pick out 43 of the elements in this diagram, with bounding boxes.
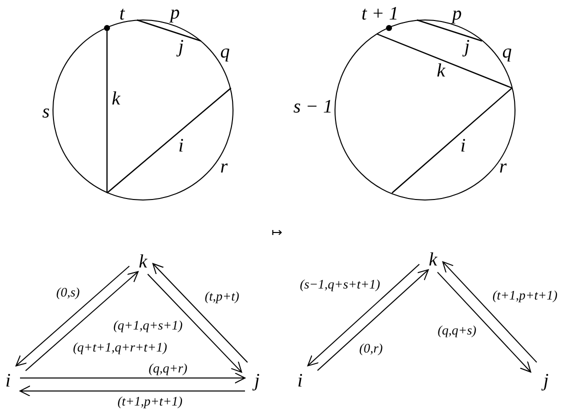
- edge-label: (q+1,q+s+1): [113, 318, 183, 332]
- edge-label: (q,q+r): [148, 362, 188, 374]
- math-label: s − 1: [293, 98, 333, 116]
- math-label: q: [220, 42, 230, 62]
- edge-label: (q,q+s): [438, 324, 476, 336]
- arrow: [317, 269, 429, 371]
- math-label: k: [112, 90, 120, 108]
- vertex-label: k: [428, 250, 438, 270]
- vertex-label: i: [5, 372, 11, 390]
- arrow: [25, 271, 139, 372]
- vertex-label: i: [297, 372, 303, 390]
- arrow: [20, 372, 246, 384]
- vertex-label: j: [543, 372, 549, 390]
- arrow: [437, 272, 532, 372]
- math-label: i: [460, 136, 466, 156]
- math-label: q: [502, 42, 512, 62]
- vertex-label: k: [138, 252, 148, 272]
- math-label: s: [42, 102, 50, 122]
- math-label: p: [170, 4, 180, 22]
- arrow: [20, 386, 246, 396]
- math-label: j: [464, 38, 470, 56]
- math-label: k: [436, 62, 446, 80]
- edge-label: (t+1,p+t+1): [118, 394, 182, 408]
- edge-label: (0,s): [56, 286, 80, 298]
- edge-label: (q+t+1,q+r+t+1): [72, 340, 168, 354]
- math-label: i: [178, 136, 184, 156]
- arrow: [152, 263, 248, 363]
- math-label: p: [452, 4, 462, 24]
- math-label: j: [178, 38, 184, 56]
- arrow: [16, 266, 130, 366]
- edge-label: (t+1,p+t+1): [492, 288, 558, 302]
- math-label: t: [119, 4, 125, 24]
- edge-label: (0,r): [359, 342, 383, 354]
- arrow: [442, 261, 538, 363]
- arrow: [307, 264, 420, 366]
- edge-label: (s−1,q+s+t+1): [300, 278, 380, 290]
- maps-to-symbol: ↦: [272, 226, 282, 238]
- math-label: r: [499, 158, 507, 176]
- math-label: r: [220, 158, 228, 176]
- math-label: t + 1: [361, 4, 399, 24]
- edge-label: (t,p+t): [204, 290, 240, 302]
- vertex-label: j: [254, 372, 260, 390]
- arrow: [147, 274, 242, 373]
